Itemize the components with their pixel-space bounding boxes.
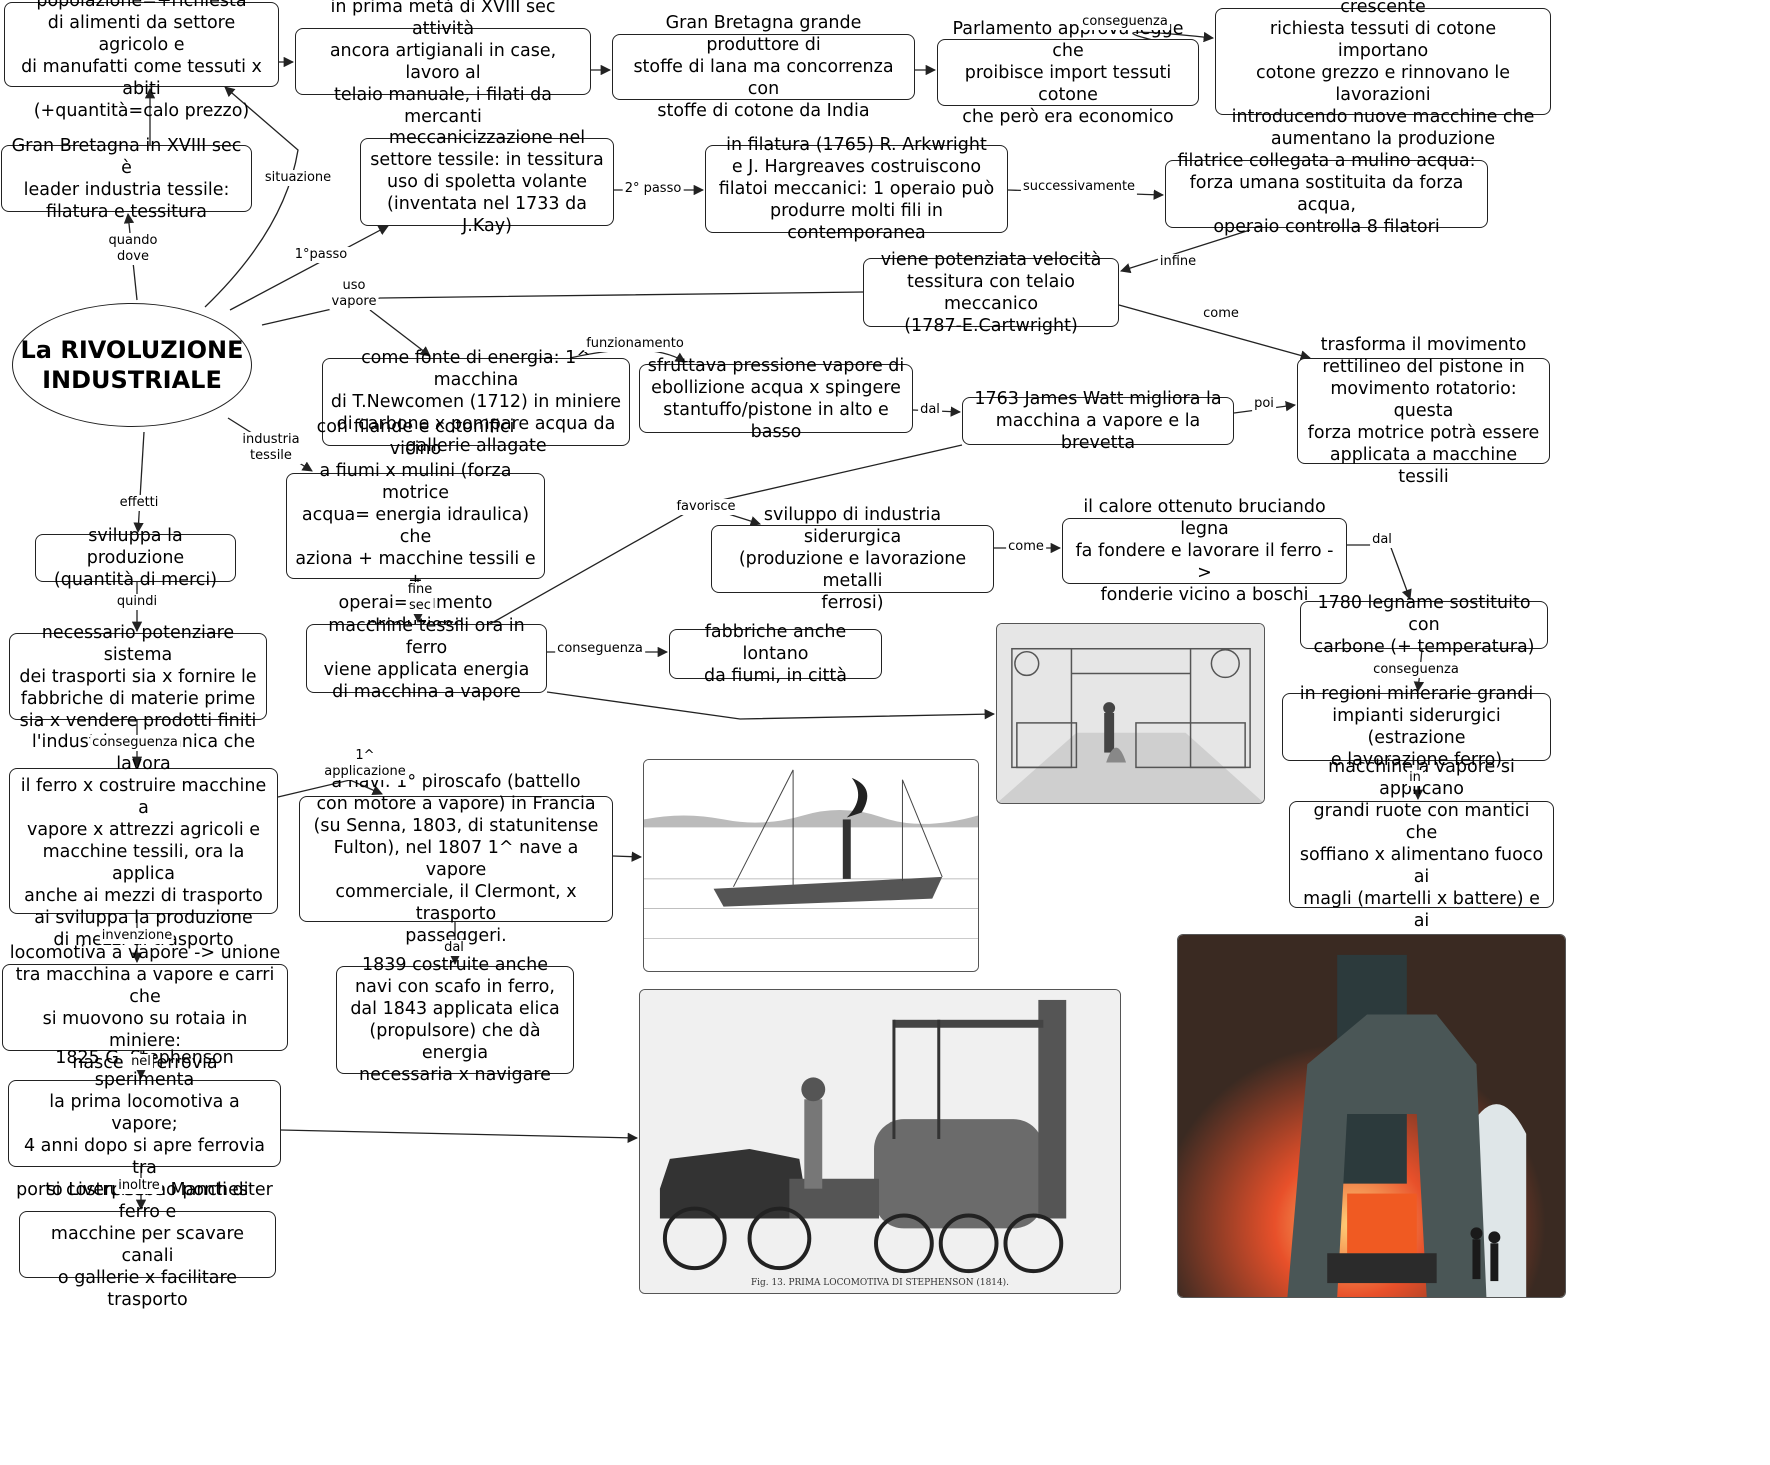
label-in: in — [1407, 770, 1423, 786]
edge-stephenson-to-locomotive — [280, 1129, 639, 1143]
label-uso-vapore: uso vapore — [329, 278, 379, 310]
label-conseguenza-parlamento: conseguenza — [1080, 14, 1170, 30]
edge-uso-vapore — [261, 291, 864, 326]
edge-1-passo — [229, 225, 389, 311]
root-topic[interactable]: La RIVOLUZIONE INDUSTRIALE — [12, 303, 252, 427]
edge-uso-vapore-to-newcomen — [369, 309, 431, 357]
node-filatura-1765[interactable]: in filatura (1765) R. Arkwright e J. Har… — [705, 135, 1008, 243]
label-situazione: situazione — [262, 170, 334, 186]
node-james-watt[interactable]: 1763 James Watt migliora la macchina a v… — [962, 389, 1234, 453]
label-funzionamento: funzionamento — [584, 336, 686, 352]
label-industria-tessile: industria tessile — [240, 432, 302, 464]
label-effetti: effetti — [117, 495, 161, 511]
label-inoltre: inoltre — [116, 1178, 162, 1194]
edge-1-applicazione — [277, 779, 383, 798]
label-favorisce: favorisce — [674, 499, 738, 515]
node-filatrice-mulino[interactable]: filatrice collegata a mulino acqua: forz… — [1165, 151, 1488, 237]
node-potenziare-trasporti[interactable]: necessario potenziare sistema dei traspo… — [9, 623, 267, 731]
stephenson-locomotive-engraving-icon: Fig. 13. PRIMA LOCOMOTIVA DI STEPHENSON … — [639, 989, 1121, 1294]
label-dal-watt: dal — [918, 402, 942, 418]
power-loom-engraving-icon — [996, 623, 1265, 804]
label-dal-navi: dal — [442, 940, 466, 956]
label-fine-sec: fine sec — [405, 582, 435, 614]
steamship-engraving-icon — [643, 759, 979, 972]
label-conseguenza-trasporti: conseguenza — [90, 735, 180, 751]
steam-hammer-forge-painting-icon — [1177, 934, 1566, 1298]
node-navi-ferro-1839[interactable]: 1839 costruite anche navi con scafo in f… — [336, 955, 574, 1085]
label-successivamente: successivamente — [1020, 179, 1138, 195]
node-gb-leader-tessile[interactable]: Gran Bretagna in XVIII sec è leader indu… — [1, 136, 252, 222]
node-industria-meccanica[interactable]: l'industria meccanica che lavora il ferr… — [9, 732, 278, 950]
edge-dal-carbone — [1347, 544, 1412, 600]
node-meccanicizzazione[interactable]: meccanicizzazione nel settore tessile: i… — [360, 128, 614, 236]
node-mantici-magli[interactable]: macchine a vapore si applicano grandi ru… — [1289, 757, 1554, 953]
label-come-calore: come — [1006, 539, 1046, 555]
edge-effetti — [133, 431, 145, 534]
label-infine: infine — [1157, 254, 1199, 270]
node-fabbriche-citta[interactable]: fabbriche anche lontano da fiumi, in cit… — [669, 622, 882, 686]
edge-come-telaio — [1118, 304, 1312, 361]
node-navi-piroscafo[interactable]: a navi: 1° piroscafo (battello con motor… — [299, 772, 613, 946]
label-dal-carbone: dal — [1370, 532, 1394, 548]
label-invenzione: invenzione — [99, 928, 175, 944]
node-crescita-popolazione[interactable]: crescita popolazione=+richiesta di alime… — [4, 0, 279, 121]
node-movimento-rotatorio[interactable]: trasforma il movimento rettilineo del pi… — [1297, 335, 1550, 487]
label-conseguenza-fabbriche: conseguenza — [555, 641, 645, 657]
node-locomotiva-vapore[interactable]: locomotiva a vapore -> unione tra macchi… — [2, 943, 288, 1073]
node-sviluppa-produzione[interactable]: sviluppa la produzione (quantità di merc… — [35, 526, 236, 590]
edge-navi-to-steamship — [612, 851, 643, 862]
node-ponti-ferro[interactable]: si costruiscono ponti di ferro e macchin… — [19, 1180, 276, 1310]
node-macchine-tessili-ferro[interactable]: macchine tessili ora in ferro viene appl… — [306, 616, 547, 702]
node-prima-meta-xviii[interactable]: in prima metà di XVIII sec attività anco… — [295, 0, 591, 127]
label-come-telaio: come — [1201, 306, 1241, 322]
label-conseguenza-minerarie: conseguenza — [1371, 662, 1461, 678]
node-filande-cotonifici[interactable]: con filande e cotonifici vicino a fiumi … — [286, 417, 545, 635]
edge-infine — [1120, 229, 1251, 274]
node-telaio-meccanico[interactable]: viene potenziata velocità tessitura con … — [863, 250, 1119, 336]
locomotive-caption: Fig. 13. PRIMA LOCOMOTIVA DI STEPHENSON … — [751, 1277, 1009, 1288]
label-1-applicazione: 1^ applicazione — [322, 748, 408, 780]
node-regioni-minerarie[interactable]: in regioni minerarie grandi impianti sid… — [1282, 684, 1551, 770]
node-gb-produttore-lana[interactable]: Gran Bretagna grande produttore di stoff… — [612, 13, 915, 121]
label-2-passo: 2° passo — [622, 181, 684, 197]
node-industria-siderurgica[interactable]: sviluppo di industria siderurgica (produ… — [711, 505, 994, 613]
label-poi: poi — [1252, 396, 1276, 412]
label-quando-dove: quando dove — [106, 233, 160, 265]
node-parlamento-legge[interactable]: Parlamento approva legge che proibisce i… — [937, 19, 1199, 127]
node-calore-legna[interactable]: il calore ottenuto bruciando legna fa fo… — [1062, 497, 1347, 605]
label-quindi: quindi — [114, 594, 160, 610]
label-1-passo: 1°passo — [292, 247, 350, 263]
label-nel: nel — [129, 1054, 153, 1070]
node-imprenditori[interactable]: imprenditori x rispondere a crescente ri… — [1215, 0, 1551, 149]
edge-macchine-to-loom — [546, 691, 996, 720]
edge-situazione — [204, 86, 299, 308]
node-stephenson-1825[interactable]: 1825 G. Stephenson sperimenta la prima l… — [8, 1048, 281, 1200]
node-pressione-vapore[interactable]: sfruttava pressione vapore di ebollizion… — [639, 356, 913, 442]
node-legname-carbone[interactable]: 1780 legname sostituito con carbone (+ t… — [1300, 593, 1548, 657]
